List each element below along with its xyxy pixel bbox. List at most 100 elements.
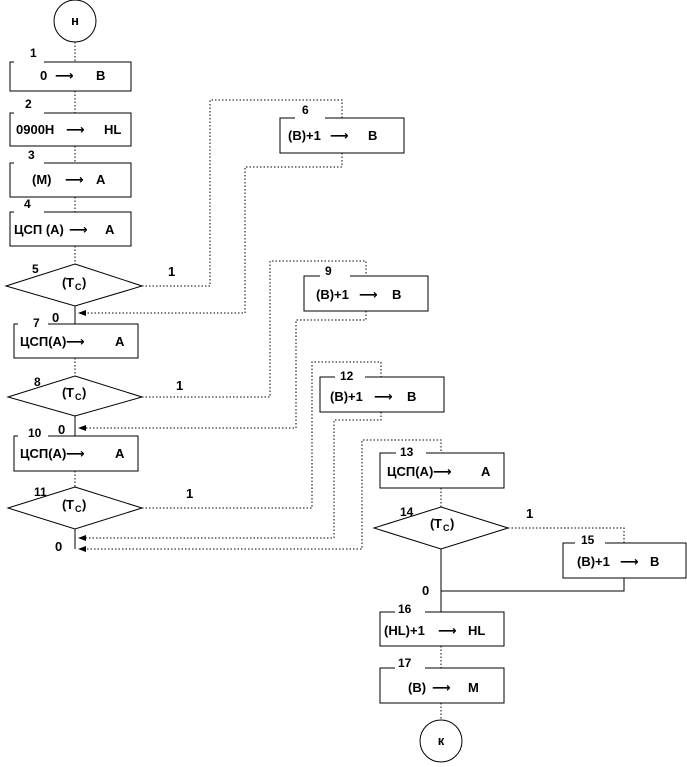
block-17-arrow: ⟶ [432, 681, 451, 696]
block-16-arrow: ⟶ [438, 624, 457, 639]
block-9-operand: (B)+1 [316, 287, 349, 302]
decision-14-open-paren: ( [430, 516, 435, 531]
arrowhead-6-return [78, 310, 86, 316]
block-7-dest: A [115, 334, 125, 349]
decision-8-subscript: C [75, 392, 82, 402]
end-terminal-label: к [438, 733, 445, 748]
block-10-operand: ЦСП(A) [20, 446, 66, 461]
block-4-operand: ЦСП (A) [14, 222, 64, 237]
block-1-operand: 0 [40, 68, 47, 83]
decision-5-no-label: 0 [52, 310, 59, 325]
decision-11-open-paren: ( [62, 497, 67, 512]
block-16-dest: HL [468, 623, 485, 638]
block-1-dest: B [96, 68, 105, 83]
process-block-7: 7 ЦСП(A) ⟶ A [13, 316, 139, 359]
process-block-9: 9 (B)+1 ⟶ B [303, 264, 429, 312]
process-block-3: 3 (M) ⟶ A [9, 148, 132, 198]
block-15-operand: (B)+1 [577, 554, 610, 569]
decision-14-close-paren: ) [450, 516, 454, 531]
connector-15-return [441, 578, 625, 592]
block-13-arrow: ⟶ [433, 465, 452, 480]
decision-14-subscript: C [443, 523, 450, 533]
start-terminal: н [53, 0, 97, 43]
block-9-number: 9 [325, 264, 332, 278]
connector-6-return [80, 153, 343, 314]
decision-11-no-label: 0 [55, 539, 62, 554]
connector-12-return [80, 412, 382, 539]
connector-5-yes-to-6 [142, 99, 343, 287]
block-15-dest: B [650, 554, 659, 569]
block-4-dest: A [105, 222, 115, 237]
connector-14-yes-to-15 [508, 527, 625, 543]
decision-11-number: 11 [34, 485, 47, 499]
block-9-dest: B [392, 287, 401, 302]
process-block-16: 16 (HL)+1 ⟶ HL [379, 602, 505, 647]
decision-14-label: T [434, 516, 442, 531]
process-block-13: 13 ЦСП(A) ⟶ A [379, 445, 505, 489]
process-block-4: 4 ЦСП (A) ⟶ A [9, 197, 132, 247]
block-4-number: 4 [24, 197, 31, 211]
block-17-number: 17 [398, 656, 412, 670]
decision-11-subscript: C [75, 504, 82, 514]
block-3-number: 3 [28, 148, 35, 162]
arrowhead-9-return [78, 425, 86, 431]
decision-14-no-label: 0 [422, 583, 429, 598]
block-2-operand: 0900H [16, 122, 54, 137]
block-1-arrow: ⟶ [55, 69, 74, 84]
block-15-number: 15 [581, 533, 595, 547]
decision-11-label: T [66, 497, 74, 512]
process-block-1: 1 0 ⟶ B [9, 46, 132, 92]
block-17-operand: (B) [408, 680, 426, 695]
block-3-arrow: ⟶ [65, 173, 84, 188]
block-6-arrow: ⟶ [330, 129, 349, 144]
decision-8: 8 ( T C ) 1 0 [6, 375, 183, 437]
block-12-dest: B [407, 389, 416, 404]
block-9-arrow: ⟶ [359, 288, 378, 303]
block-6-operand: (B)+1 [288, 128, 321, 143]
decision-5-label: T [66, 275, 74, 290]
block-12-number: 12 [340, 369, 354, 383]
process-block-2: 2 0900H ⟶ HL [9, 97, 132, 147]
block-10-dest: A [115, 446, 125, 461]
decision-8-no-label: 0 [58, 422, 65, 437]
decision-8-open-paren: ( [62, 385, 67, 400]
arrowhead-to-out [78, 546, 86, 552]
process-block-12: 12 (B)+1 ⟶ B [319, 369, 445, 413]
decision-8-label: T [66, 385, 74, 400]
connector-11-yes-to-12 [142, 361, 382, 509]
block-2-dest: HL [104, 122, 121, 137]
block-3-dest: A [96, 172, 106, 187]
process-block-6: 6 (B)+1 ⟶ B [279, 103, 405, 154]
block-15-arrow: ⟶ [620, 555, 639, 570]
block-13-operand: ЦСП(A) [387, 464, 433, 479]
process-block-10: 10 ЦСП(A) ⟶ A [13, 426, 139, 472]
block-1-number: 1 [30, 46, 37, 60]
decision-11: 11 ( T C ) 1 0 [6, 485, 193, 554]
block-16-number: 16 [398, 602, 412, 616]
decision-5-close-paren: ) [82, 275, 86, 290]
decision-11-close-paren: ) [82, 497, 86, 512]
process-block-17: 17 (B) ⟶ M [379, 656, 505, 704]
decision-5-open-paren: ( [62, 275, 67, 290]
arrowhead-12-return [78, 535, 86, 541]
block-10-number: 10 [28, 426, 42, 440]
block-10-arrow: ⟶ [66, 447, 85, 462]
block-17-dest: M [468, 680, 479, 695]
block-2-arrow: ⟶ [66, 123, 85, 138]
decision-5: 5 ( T C ) 1 0 [4, 262, 175, 325]
decision-11-yes-label: 1 [186, 486, 193, 501]
block-13-number: 13 [400, 445, 414, 459]
connector-8-yes-to-9 [142, 260, 367, 398]
decision-14-number: 14 [400, 505, 414, 519]
block-12-arrow: ⟶ [374, 390, 393, 405]
decision-8-close-paren: ) [82, 385, 86, 400]
process-block-15: 15 (B)+1 ⟶ B [562, 533, 687, 579]
block-7-operand: ЦСП(A) [20, 334, 66, 349]
block-6-dest: B [368, 128, 377, 143]
block-7-number: 7 [33, 316, 40, 330]
decision-8-yes-label: 1 [176, 378, 183, 393]
block-13-dest: A [481, 464, 491, 479]
block-6-number: 6 [302, 103, 309, 117]
connector-9-return [80, 311, 367, 429]
